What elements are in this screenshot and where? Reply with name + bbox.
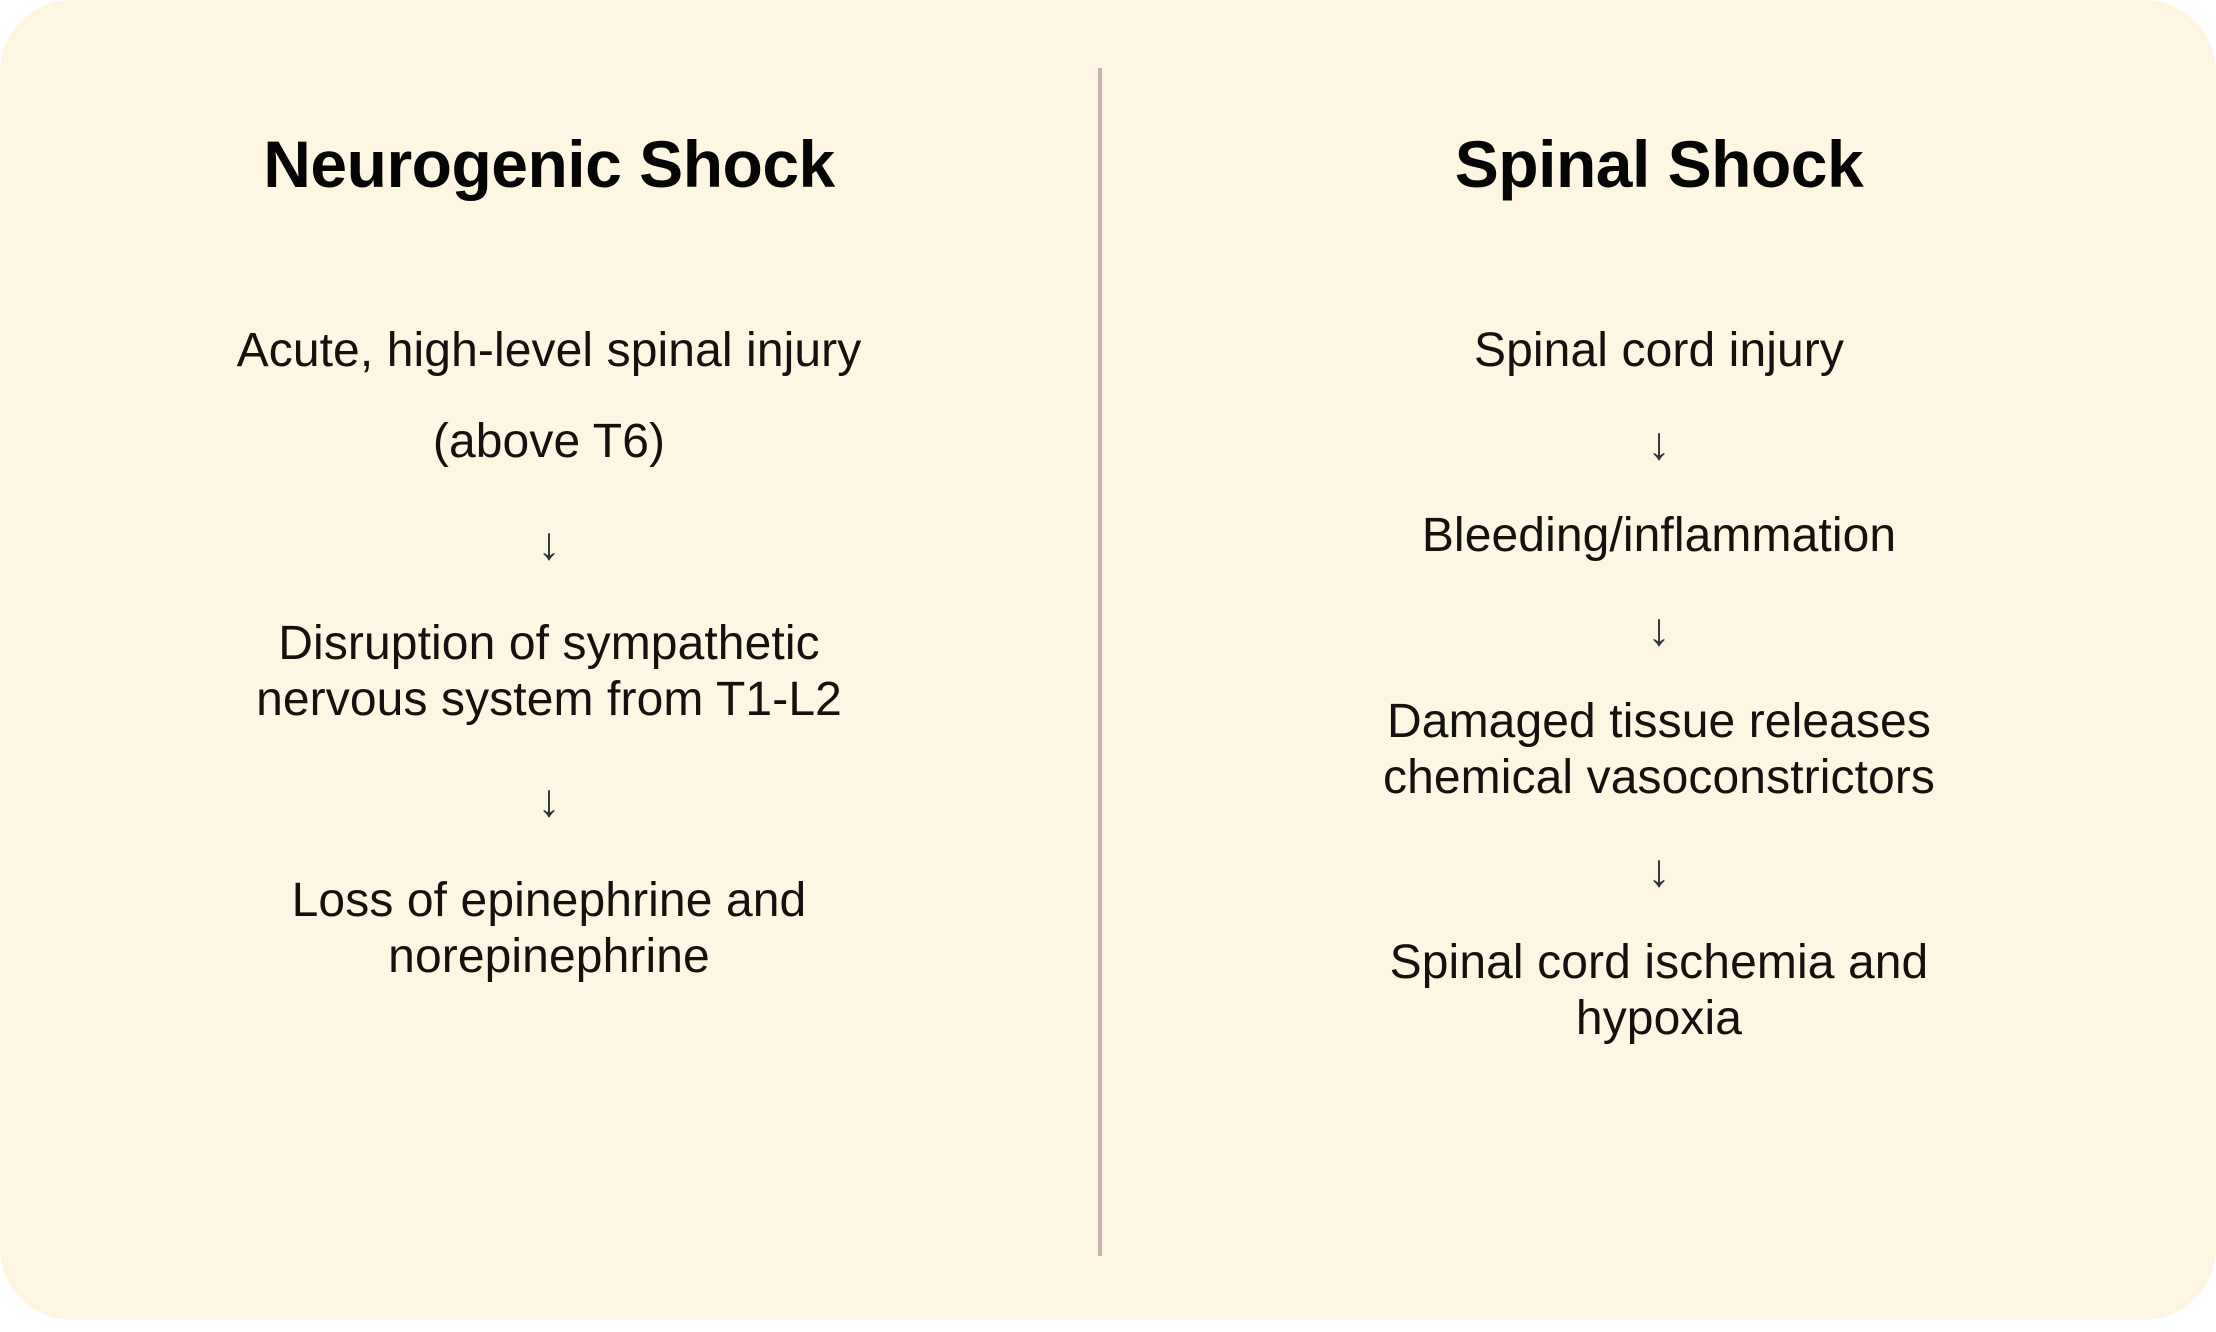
down-arrow-icon: ↓ [537,774,561,827]
flow-step-4: Loss of epinephrine and norepinephrine [291,874,807,983]
down-arrow-icon: ↓ [1647,417,1671,470]
down-arrow-icon: ↓ [1647,844,1671,897]
flow-step-4: Spinal cord ischemia and hypoxia [1389,936,1929,1045]
flow-step-3: Disruption of sympathetic nervous system… [256,616,842,726]
down-arrow-icon: ↓ [537,516,561,569]
flow-step-3: Damaged tissue releases chemical vasocon… [1382,694,1935,804]
column-title-neurogenic-shock: Neurogenic Shock [263,127,835,201]
column-neurogenic-shock: Neurogenic Shock Acute, high-level spina… [0,0,1098,1320]
down-arrow-icon: ↓ [1647,602,1671,655]
column-title-spinal-shock: Spinal Shock [1454,127,1864,201]
flow-spinal-shock: Spinal cord injury ↓ Bleeding/inflammati… [1212,323,2106,1047]
flow-step-2: (above T6) [432,415,666,469]
column-spinal-shock: Spinal Shock Spinal cord injury ↓ Bleedi… [1102,0,2216,1320]
flow-step-1: Acute, high-level spinal injury [236,323,862,377]
flow-neurogenic-shock: Acute, high-level spinal injury (above T… [110,323,988,985]
flow-step-2: Bleeding/inflammation [1421,509,1897,563]
flow-step-1: Spinal cord injury [1474,323,1844,377]
column-divider [1098,68,1102,1256]
